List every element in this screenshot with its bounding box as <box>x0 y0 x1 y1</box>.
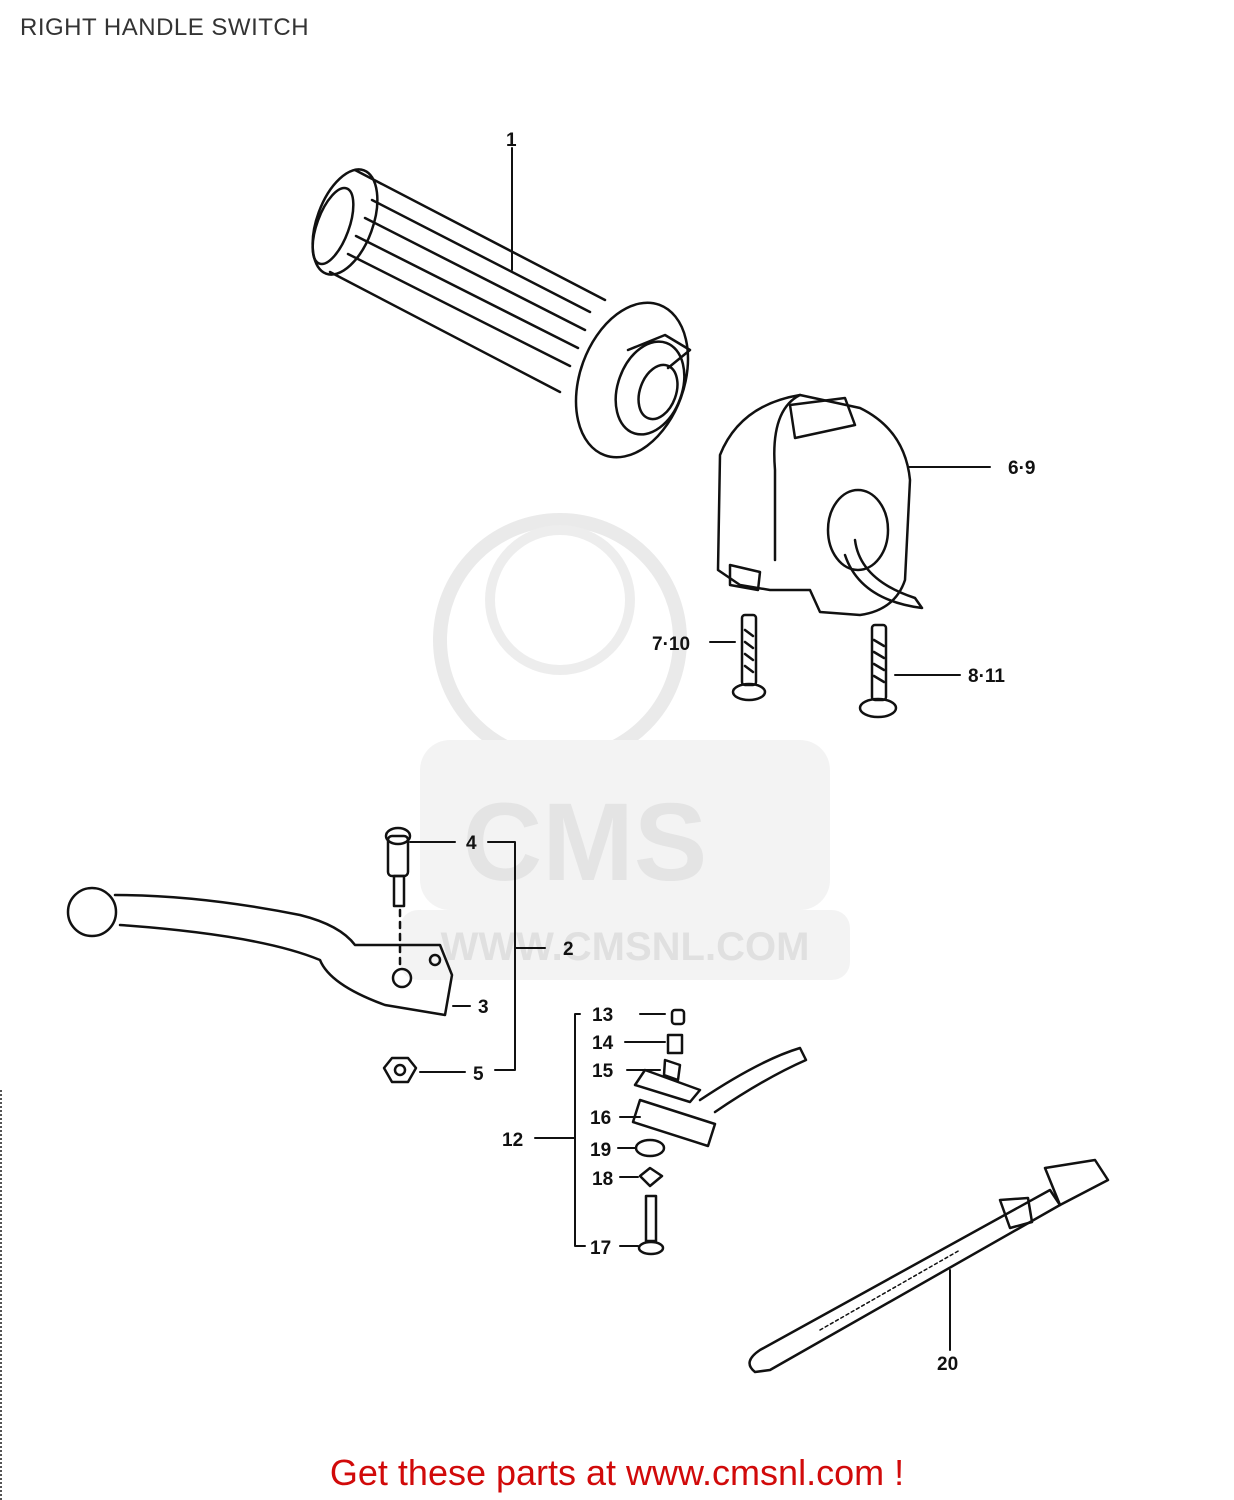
callout-2: 2 <box>563 939 574 960</box>
callout-18: 18 <box>592 1169 613 1190</box>
screw-7-10 <box>731 613 767 702</box>
switch-housing <box>716 393 924 617</box>
callout-3: 3 <box>478 997 489 1018</box>
lever-nut <box>382 1056 418 1084</box>
callout-17: 17 <box>590 1238 611 1259</box>
callout-1: 1 <box>506 130 517 151</box>
callout-20: 20 <box>937 1354 958 1375</box>
footer-parts-link[interactable]: Get these parts at www.cmsnl.com ! <box>329 1452 905 1493</box>
throttle-grip <box>311 168 692 459</box>
left-edge-rule <box>0 1090 4 1500</box>
callout-15: 15 <box>592 1061 614 1082</box>
screw-8-11 <box>858 623 898 719</box>
callout-19: 19 <box>590 1140 611 1161</box>
page-title: RIGHT HANDLE SWITCH <box>20 14 310 41</box>
callout-8-11: 8·11 <box>968 666 1005 687</box>
callout-13: 13 <box>592 1005 613 1026</box>
callout-6-9: 6·9 <box>1008 458 1035 479</box>
leader-lines <box>409 147 991 1351</box>
brake-lever <box>66 886 454 1017</box>
callout-12: 12 <box>502 1130 523 1151</box>
callout-5: 5 <box>473 1064 484 1085</box>
cable-tie <box>748 1158 1110 1374</box>
callout-7-10: 7·10 <box>652 634 690 655</box>
pivot-bolt <box>384 826 412 967</box>
watermark-url: WWW.CMSNL.COM <box>441 925 810 969</box>
callout-16: 16 <box>590 1108 611 1129</box>
callout-4: 4 <box>466 833 477 854</box>
cms-watermark: CMS WWW.CMSNL.COM <box>400 513 850 980</box>
callout-14: 14 <box>592 1033 614 1054</box>
callout-labels: 1 6·9 7·10 8·11 4 2 3 5 13 14 15 16 12 1… <box>466 130 1035 1375</box>
cable-clamp-assembly <box>631 1008 808 1256</box>
